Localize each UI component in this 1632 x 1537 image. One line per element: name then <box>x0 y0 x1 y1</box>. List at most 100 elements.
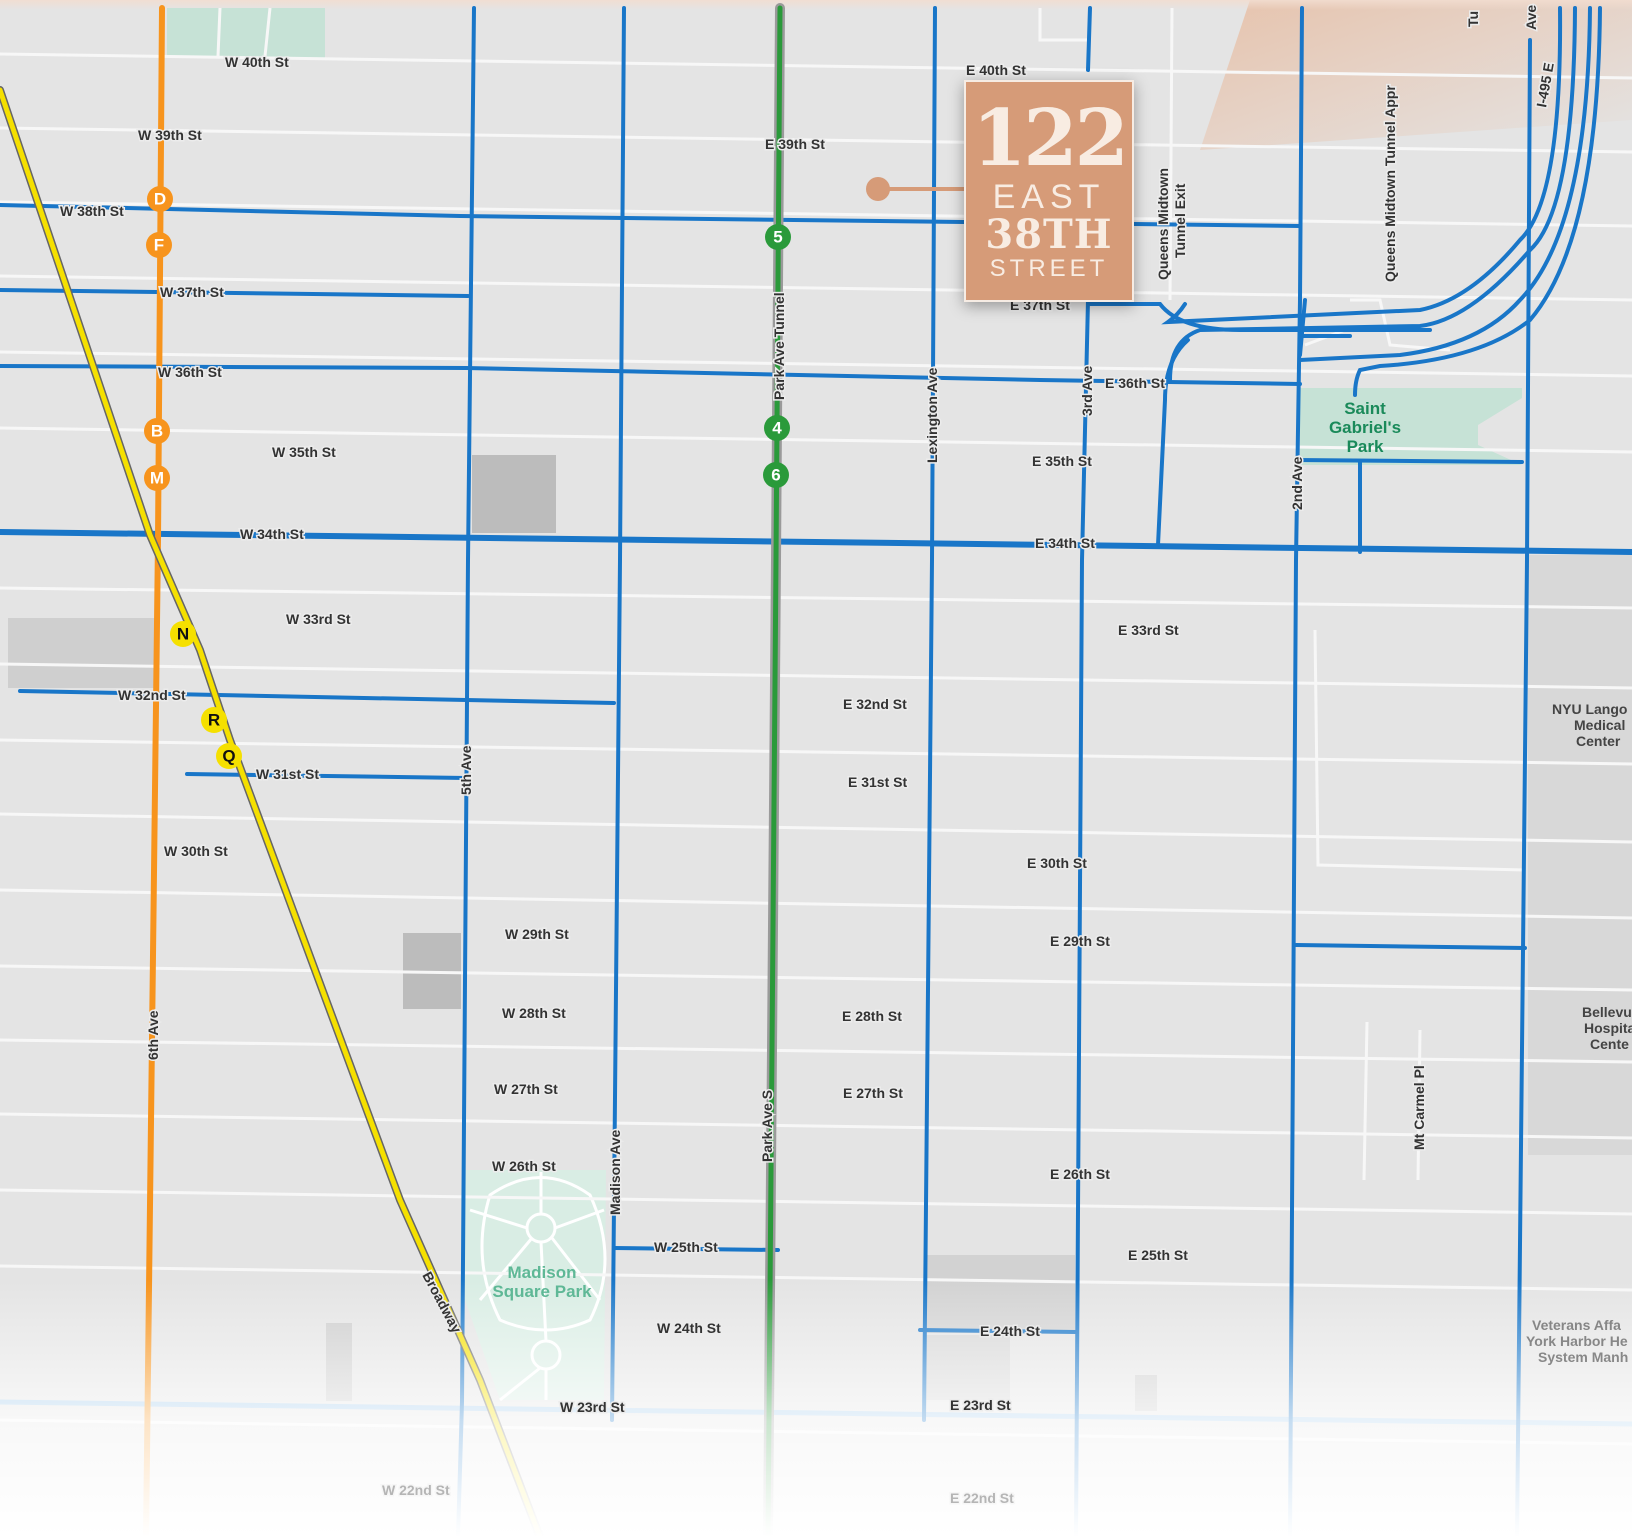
street-label: E 35th St <box>1032 453 1092 469</box>
street-labels: W 40th St W 39th St W 38th St W 37th St … <box>59 53 1190 1508</box>
poi-label: York Harbor He <box>1526 1333 1628 1349</box>
marker-street-number: 38TH <box>985 211 1113 258</box>
avenue-label: 6th Ave <box>145 1010 161 1060</box>
park-labels: Saint Gabriel's Park Madison Square Park <box>492 399 1401 1301</box>
street-label: W 39th St <box>138 127 202 143</box>
avenue-label: Tunnel Exit <box>1172 183 1188 258</box>
avenue-label: 5th Ave <box>458 745 474 795</box>
poi-label: Cente <box>1590 1036 1629 1052</box>
street-label: E 36th St <box>1105 375 1165 391</box>
street-label: E 26th St <box>1050 1166 1110 1182</box>
poi-label: Veterans Affa <box>1532 1317 1621 1333</box>
street-label: E 31st St <box>848 774 907 790</box>
marker-number: 122 <box>972 93 1129 184</box>
marker-pin[interactable] <box>866 177 966 201</box>
poi-labels: NYU Lango Medical Center Bellevu Hospita… <box>1526 701 1632 1365</box>
top-tint <box>0 0 1632 10</box>
park-label: Saint <box>1344 399 1386 418</box>
property-marker-card[interactable]: 122 EAST 38TH STREET <box>964 80 1134 302</box>
street-label: E 27th St <box>843 1085 903 1101</box>
marker-street-direction: EAST <box>992 178 1106 216</box>
station-5[interactable]: 5 <box>765 224 791 250</box>
park-label: Madison <box>508 1263 577 1282</box>
station-n[interactable]: N <box>170 621 196 647</box>
poi-label: Hospita <box>1584 1020 1632 1036</box>
marker-street-word: STREET <box>989 255 1109 282</box>
street-label: E 34th St <box>1035 535 1095 551</box>
poi-label: Center <box>1576 733 1621 749</box>
street-label: W 38th St <box>60 203 124 219</box>
street-label: W 32nd St <box>118 687 186 703</box>
street-label: E 32nd St <box>843 696 907 712</box>
street-label: E 22nd St <box>950 1490 1014 1506</box>
station-4[interactable]: 4 <box>764 415 790 441</box>
street-label: W 33rd St <box>286 611 351 627</box>
poi-label: NYU Lango <box>1552 701 1627 717</box>
saint-gabriels-park-area <box>1300 388 1522 465</box>
park-label: Square Park <box>492 1282 592 1301</box>
avenue-label: Tu <box>1465 11 1481 27</box>
street-label: E 40th St <box>966 62 1026 78</box>
station-label: D <box>154 190 166 209</box>
avenue-label: Ave <box>1523 5 1539 30</box>
avenue-label: Queens Midtown Tunnel Appr <box>1382 85 1398 282</box>
bottom-fade <box>0 1280 1632 1537</box>
street-label: W 34th St <box>240 526 304 542</box>
street-label: E 39th St <box>765 136 825 152</box>
station-r[interactable]: R <box>201 707 227 733</box>
street-label: E 25th St <box>1128 1247 1188 1263</box>
street-label: W 23rd St <box>560 1399 625 1415</box>
station-label: 6 <box>771 466 780 485</box>
street-label: W 40th St <box>225 54 289 70</box>
avenue-label: Park Ave Tunnel <box>771 292 787 400</box>
green-line <box>765 5 783 1537</box>
street-label: W 36th St <box>158 364 222 380</box>
street-label: E 23rd St <box>950 1397 1011 1413</box>
station-label: B <box>151 422 163 441</box>
street-label: E 28th St <box>842 1008 902 1024</box>
avenue-label: Park Ave S <box>759 1090 775 1162</box>
station-label: 4 <box>772 419 782 438</box>
poi-label: System Manh <box>1538 1349 1628 1365</box>
street-label: W 25th St <box>654 1239 718 1255</box>
avenue-label: Queens Midtown <box>1155 168 1171 280</box>
avenue-label: Madison Ave <box>607 1129 623 1215</box>
street-label: E 29th St <box>1050 933 1110 949</box>
park-label: Gabriel's <box>1329 418 1401 437</box>
station-label: N <box>177 625 189 644</box>
street-label: W 24th St <box>657 1320 721 1336</box>
station-label: F <box>154 236 164 255</box>
park-label: Park <box>1347 437 1384 456</box>
street-label: W 30th St <box>164 843 228 859</box>
street-label: E 24th St <box>980 1323 1040 1339</box>
station-q[interactable]: Q <box>216 743 242 769</box>
station-label: M <box>150 469 164 488</box>
street-label: W 27th St <box>494 1081 558 1097</box>
street-label: W 31st St <box>256 766 319 782</box>
orange-line <box>143 5 165 1537</box>
street-label: W 26th St <box>492 1158 556 1174</box>
street-label: W 35th St <box>272 444 336 460</box>
station-m[interactable]: M <box>144 465 170 491</box>
poi-label: Medical <box>1574 717 1625 733</box>
station-label: 5 <box>773 228 782 247</box>
station-label: R <box>208 711 220 730</box>
street-label: E 33rd St <box>1118 622 1179 638</box>
street-label: W 37th St <box>160 284 224 300</box>
avenue-label: 2nd Ave <box>1289 456 1305 510</box>
street-label: W 29th St <box>505 926 569 942</box>
avenue-label: 3rd Ave <box>1079 365 1095 416</box>
stations[interactable]: D F B M N R Q 5 4 6 <box>144 186 791 769</box>
station-f[interactable]: F <box>146 232 172 258</box>
street-label: W 22nd St <box>382 1482 450 1498</box>
street-label: E 30th St <box>1027 855 1087 871</box>
station-b[interactable]: B <box>144 418 170 444</box>
avenue-label: Mt Carmel Pl <box>1411 1065 1427 1150</box>
station-6[interactable]: 6 <box>763 462 789 488</box>
avenue-label: Lexington Ave <box>924 367 940 463</box>
station-label: Q <box>222 747 235 766</box>
poi-label: Bellevu <box>1582 1004 1632 1020</box>
station-d[interactable]: D <box>147 186 173 212</box>
street-label: W 28th St <box>502 1005 566 1021</box>
